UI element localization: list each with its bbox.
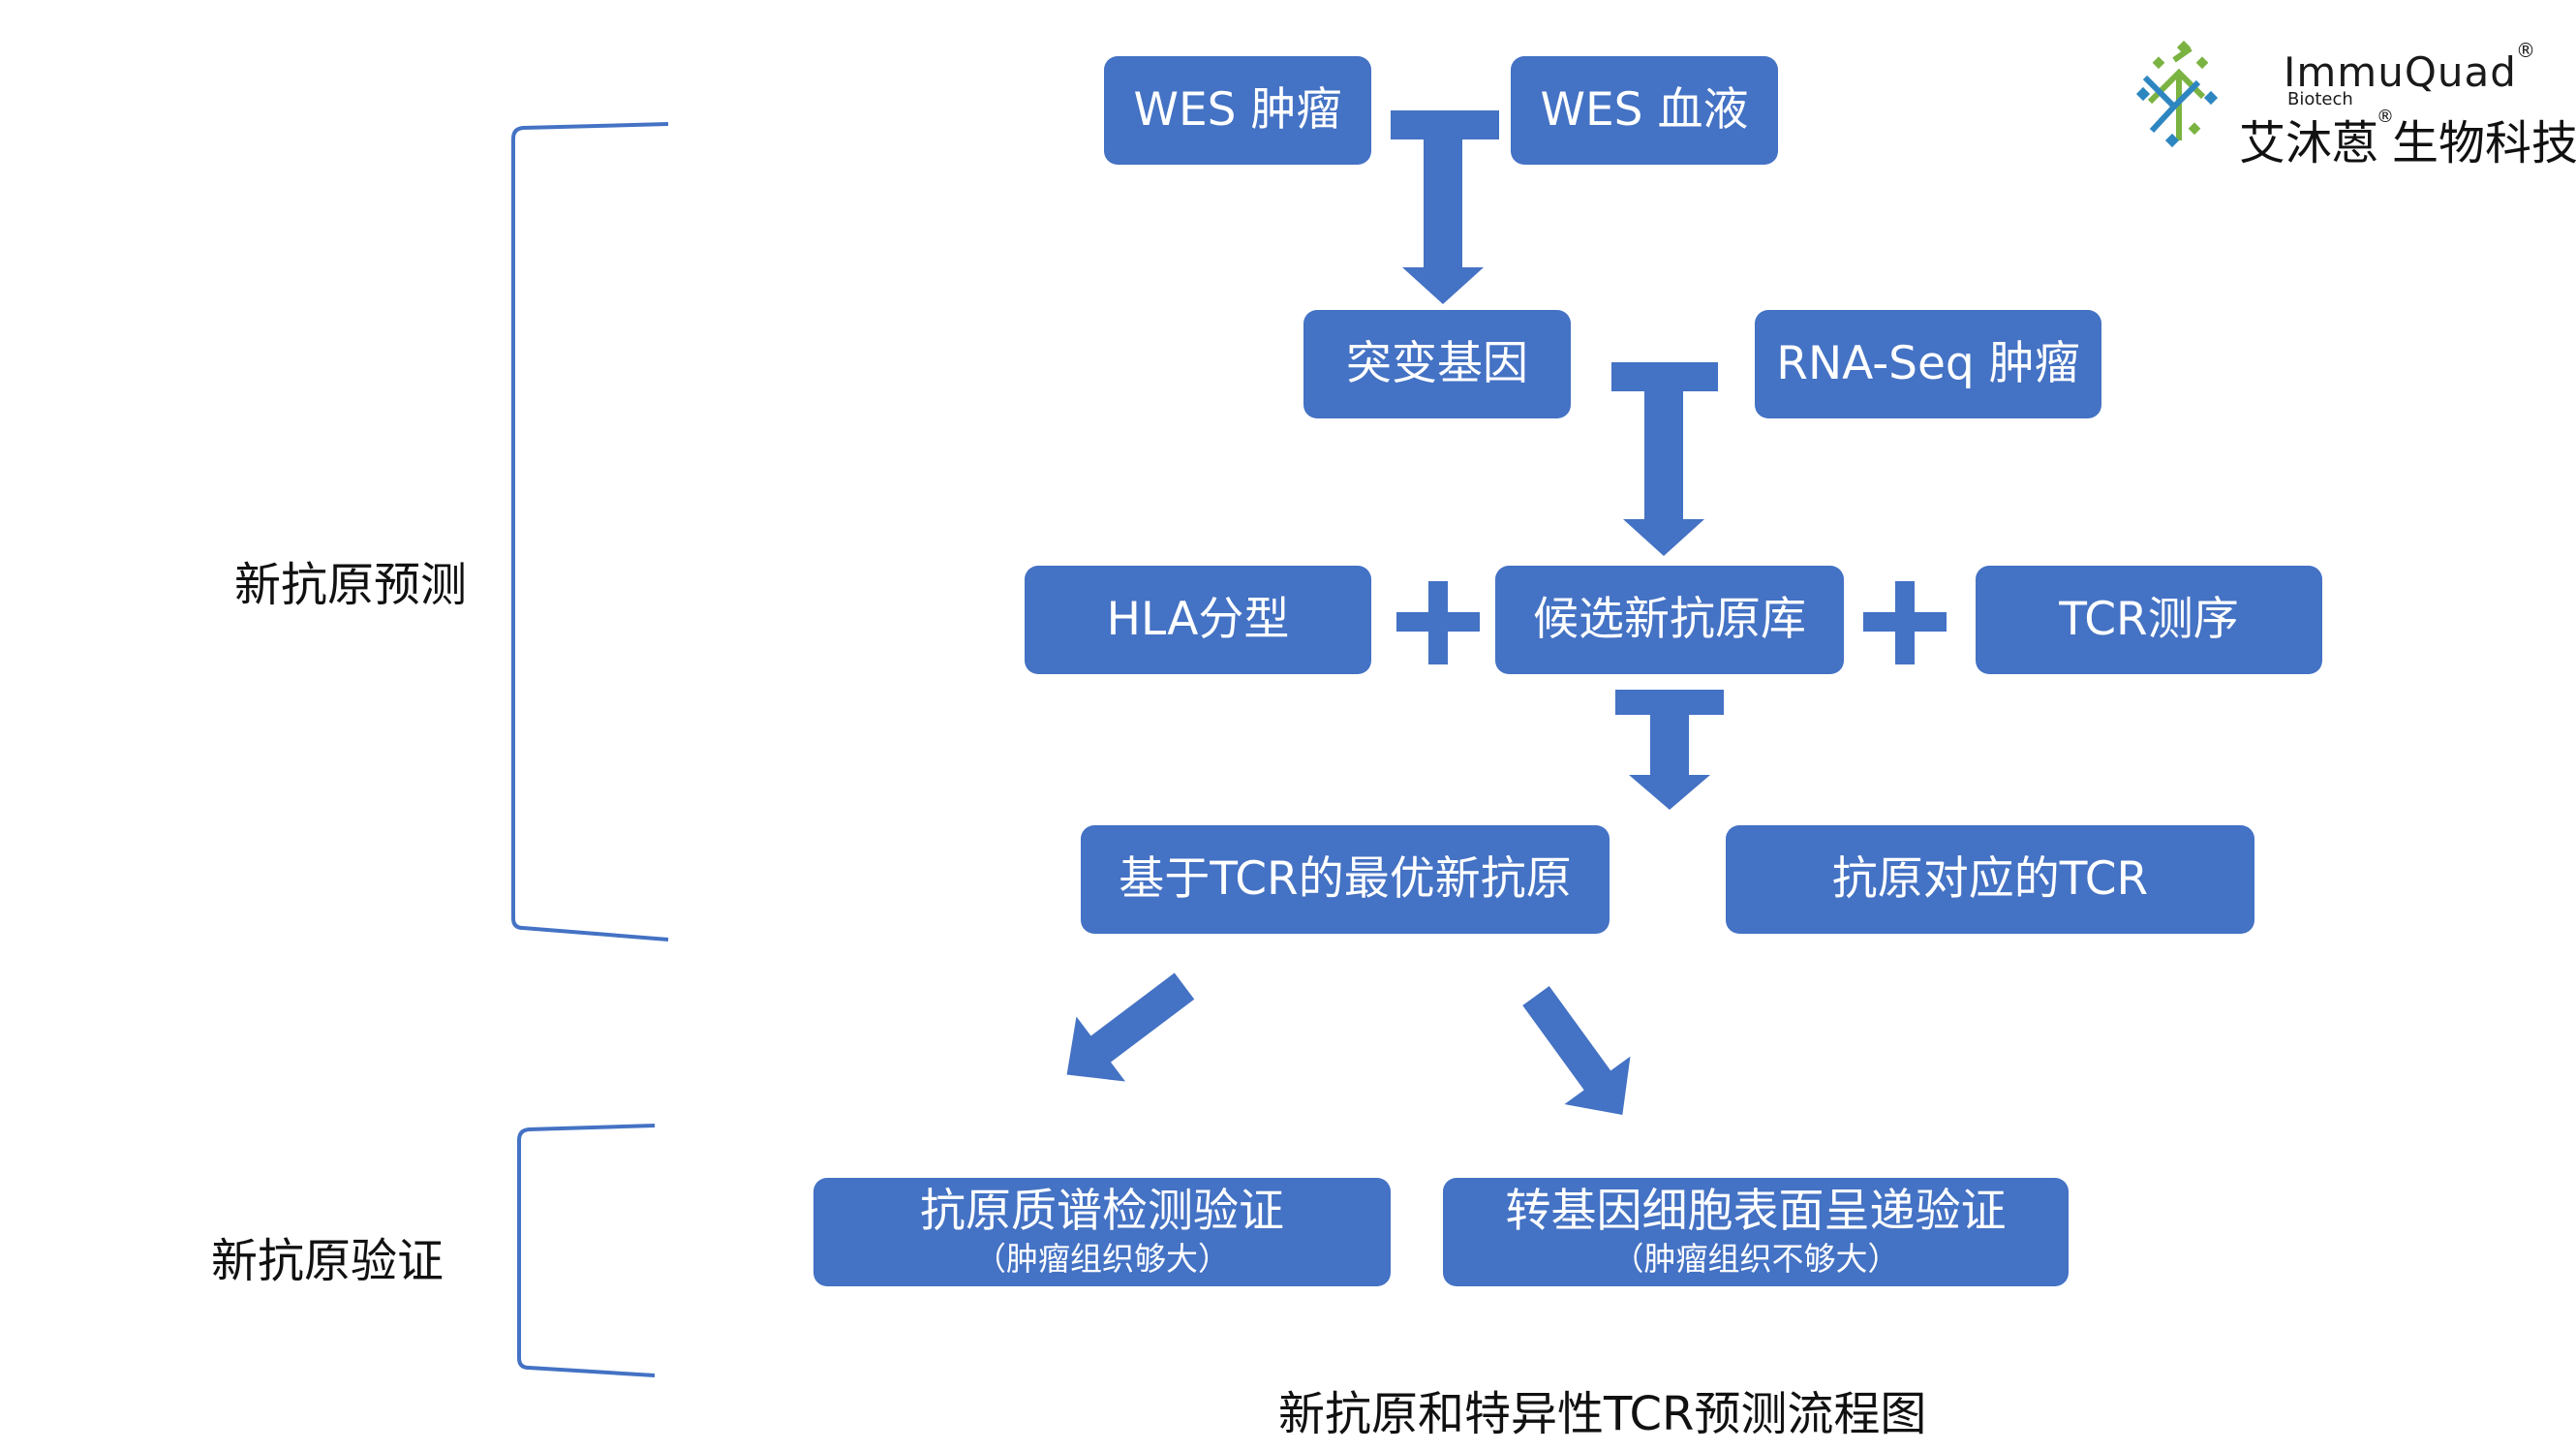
logo-cn-registered-mark: ® xyxy=(2377,107,2394,127)
diagonal-arrow-left xyxy=(1066,972,1195,1082)
node-hla-typing: HLA分型 xyxy=(1025,566,1371,674)
t-join-bar-wes xyxy=(1391,110,1499,139)
diagonal-arrow-right xyxy=(1522,986,1631,1115)
node-wes-blood: WES 血液 xyxy=(1511,56,1778,165)
node-mutations: 突变基因 xyxy=(1303,310,1571,418)
node-ms-validation-label: 抗原质谱检测验证 xyxy=(920,1185,1284,1239)
node-best-neoantigen: 基于TCR的最优新抗原 xyxy=(1081,825,1610,934)
logo-cn-name: 艾沐蒽 xyxy=(2239,116,2379,170)
node-candidate-library-label: 候选新抗原库 xyxy=(1533,592,1806,646)
down-arrow-to-best xyxy=(1629,775,1710,810)
t-join-stem-rnaseq xyxy=(1644,387,1683,523)
bracket-prediction xyxy=(511,122,669,942)
down-arrow-to-library xyxy=(1623,519,1704,556)
down-arrow-to-mutations xyxy=(1402,267,1484,304)
node-candidate-library: 候选新抗原库 xyxy=(1495,566,1844,674)
logo-brand-name: ImmuQuad xyxy=(2284,48,2517,96)
stage-label-prediction: 新抗原预测 xyxy=(234,558,468,612)
node-transgenic-validation-note: （肿瘤组织不够大） xyxy=(1611,1240,1900,1279)
node-matching-tcr: 抗原对应的TCR xyxy=(1726,825,2254,934)
molecule-logo-icon xyxy=(2135,40,2219,148)
node-tcr-seq-label: TCR测序 xyxy=(2059,592,2239,646)
logo-subtitle: Biotech xyxy=(2287,89,2353,109)
node-transgenic-validation: 转基因细胞表面呈递验证 （肿瘤组织不够大） xyxy=(1443,1178,2069,1286)
node-best-neoantigen-label: 基于TCR的最优新抗原 xyxy=(1119,851,1572,906)
node-hla-typing-label: HLA分型 xyxy=(1106,592,1290,646)
node-wes-blood-label: WES 血液 xyxy=(1540,82,1749,137)
logo-cn-suffix: 生物科技 xyxy=(2392,116,2576,170)
node-matching-tcr-label: 抗原对应的TCR xyxy=(1831,851,2149,906)
plus-sign-left xyxy=(1396,581,1480,664)
diagram-caption: 新抗原和特异性TCR预测流程图 xyxy=(1278,1387,1927,1441)
node-tcr-seq: TCR测序 xyxy=(1976,566,2322,674)
node-rnaseq-tumor-label: RNA-Seq 肿瘤 xyxy=(1776,336,2080,390)
plus-sign-right xyxy=(1863,581,1947,664)
node-transgenic-validation-label: 转基因细胞表面呈递验证 xyxy=(1505,1185,2007,1239)
node-ms-validation: 抗原质谱检测验证 （肿瘤组织够大） xyxy=(813,1178,1391,1286)
t-join-bar-rnaseq xyxy=(1611,362,1718,391)
node-wes-tumor: WES 肿瘤 xyxy=(1104,56,1371,165)
node-ms-validation-note: （肿瘤组织够大） xyxy=(974,1240,1230,1279)
node-wes-tumor-label: WES 肿瘤 xyxy=(1133,82,1342,137)
t-join-stem-library xyxy=(1650,711,1689,779)
node-mutations-label: 突变基因 xyxy=(1346,336,1528,390)
node-rnaseq-tumor: RNA-Seq 肿瘤 xyxy=(1755,310,2101,418)
bracket-validation xyxy=(517,1124,656,1377)
t-join-stem-wes xyxy=(1424,136,1462,271)
logo-registered-mark: ® xyxy=(2516,39,2535,62)
stage-label-validation: 新抗原验证 xyxy=(211,1234,445,1288)
t-join-bar-library xyxy=(1615,690,1724,715)
